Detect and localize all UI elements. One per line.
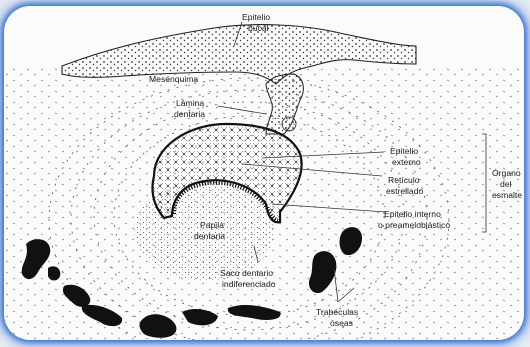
label-epitelio-externo-1: Epitelio <box>390 146 418 156</box>
label-organo-1: Órgano <box>492 168 521 178</box>
label-organo-2: del <box>500 179 512 189</box>
label-lamina-2: dentaria <box>174 109 205 119</box>
diagram-frame: Epitelio bucal Mesénquima Lámina dentari… <box>4 6 524 340</box>
label-papila-1: Papila <box>200 220 224 230</box>
label-saco-1: Saco dentario <box>220 268 273 278</box>
label-epitelio-bucal-2: bucal <box>248 23 269 33</box>
label-trabeculas-2: óseas <box>330 318 353 328</box>
tooth-bud-diagram: Epitelio bucal Mesénquima Lámina dentari… <box>4 6 524 340</box>
label-epitelio-externo-2: externo <box>392 157 421 167</box>
label-saco-2: indiferenciado <box>222 279 276 289</box>
label-epitelio-interno-2: o preameloblástico <box>378 220 450 230</box>
label-papila-2: dentaria <box>194 231 225 241</box>
label-trabeculas-1: Trabéculas <box>316 307 358 317</box>
lamina-bud <box>282 117 296 131</box>
label-lamina-1: Lámina <box>176 98 204 108</box>
label-reticulo-1: Retículo <box>388 175 420 185</box>
label-mesenquima: Mesénquima <box>149 74 198 84</box>
label-organo-3: esmalte <box>492 190 522 200</box>
label-epitelio-bucal-1: Epitelio <box>242 12 270 22</box>
label-reticulo-2: estrellado <box>386 186 423 196</box>
label-epitelio-interno-1: Epitelio interno <box>384 209 441 219</box>
